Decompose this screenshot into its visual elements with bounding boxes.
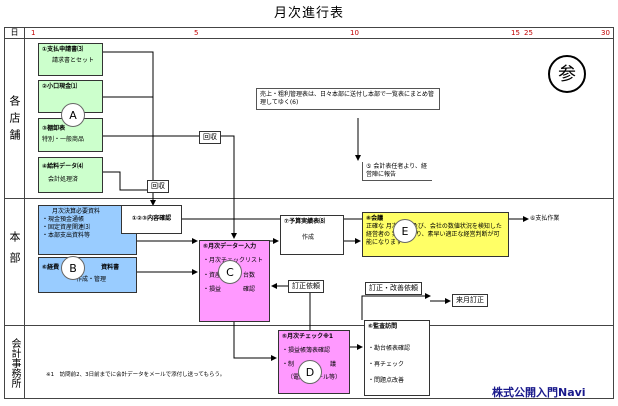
next-month-tag: 来月訂正 [452,294,488,307]
docs-item-0: 月次決算必要資料 [52,208,101,215]
meeting-text: 正確な 月次 決算及び、会社の数値状況を検知した経営者の 判断により、素早い適正… [366,223,502,247]
audit-visit-title: ⑥監査訪問 [368,323,398,330]
payment-request-sub: 請求書とセット [52,57,95,65]
collect-tag-2: 回収 [147,180,169,193]
row-label-accounting: 会計事務所 [9,338,20,388]
report-note: ⑤ 会計表任者より、経営陣に報告 [362,162,432,182]
data-entry-item-1: ・資産 [203,272,222,280]
inventory-title: ③棚卸表 [42,125,66,132]
budget-sub: 作成 [302,234,315,242]
report-num: ⑤ [366,163,372,170]
payment-request-title: ①支払申請書⑶ [42,46,84,53]
meeting-title: ⑧会議 [366,215,384,222]
row-label-hq: 本部 [8,231,21,273]
docs-item-3: ・本部支出資料等 [42,232,91,240]
payroll-box: ④給料データ⑷ 会計処理済 [38,157,103,193]
payment-request-box: ①支払申請書⑶ 請求書とセット [38,43,103,76]
expense-title: ⑥経費 [42,264,60,271]
day-label-25: 25 [524,29,533,37]
line-audit-up [361,293,431,320]
monthly-check-extra: 議 [330,361,337,369]
meeting-box: ⑧会議 正確な 月次 決算及び、会社の数値状況を検知した経営者の 判断により、素… [362,212,509,257]
sales-note: 売上・粗利管理表は、日々本部に送付し本部で一覧表にまとめ管理してゆく(6) [256,88,440,111]
marker-circle-c: C [218,260,242,284]
footnote: ※1 訪問前2、3日前までに会計データをメールで添付し送ってもらう。 [46,372,226,378]
marker-circle-b: B [61,256,85,280]
day-label-1: 1 [31,29,36,37]
docs-item-1: ・現金預金通帳 [42,216,85,224]
petty-cash-title: ②小口現金⑴ [42,83,78,90]
brand-logo: 株式公開入門Navi [492,386,586,399]
collect-tag-1: 回収 [199,131,221,144]
docs-item-2: ・固定資産関連⑶ [42,224,91,232]
header-divider [4,38,614,39]
monthly-docs-box: 月次決算必要資料 ・現金預金通帳 ・固定資産関連⑶ ・本部支出資料等 [38,205,137,255]
data-entry-item-2: ・損益 [203,286,222,294]
marker-circle-a: A [61,103,85,127]
inventory-sub: 特別・一般商品 [42,136,85,144]
line-inventory [103,135,237,239]
line-stores-to-check [103,51,156,206]
day-label-10: 10 [350,29,359,37]
day-label-30: 30 [601,29,610,37]
expense-sub: 作成・管理 [76,276,107,284]
data-entry-title: ⑤月次データー入力 [203,243,257,250]
label-column-divider [24,27,25,399]
monthly-check-title: ⑤月次チェック※1 [282,333,334,340]
budget-title: ⑦予算実績表⑻ [284,218,326,225]
line-entry-to-accounting [233,322,277,361]
audit-visit-item-2: ・問題点改善 [368,377,405,385]
report-text: 会計表任者より、経営陣に報告 [366,163,427,179]
expense-title2: 資料書 [101,264,120,271]
marker-circle-e: E [393,219,417,243]
correction-improve-tag: 訂正・改善依頼 [365,282,422,295]
monthly-check-item-1: ・制 [282,361,295,369]
audit-visit-box: ⑥監査訪問 ・勘台帳表確認 ・再チェック ・問題点改善 [364,320,430,396]
monthly-check-item-0: ・損益帳簿表確認 [282,347,331,355]
day-label-5: 5 [194,29,199,37]
day-label-15: 15 [511,29,520,37]
expense-box: ⑥経費 資料書 作成・管理 [38,257,137,293]
row-divider-accounting [4,325,614,326]
reference-badge: 参 [548,55,586,93]
data-entry-extra2: 確認 [243,286,256,294]
budget-box: ⑦予算実績表⑻ 作成 [280,215,344,255]
row-label-stores: 各店舗 [8,94,21,146]
data-entry-extra: 台数 [243,272,256,280]
day-corner-label: 日 [10,28,19,37]
page-title: 月次進行表 [273,6,344,21]
row-divider-hq [4,198,614,199]
monthly-check-box: ⑤月次チェック※1 ・損益帳簿表確認 ・制議 （電話・メール等） [278,330,350,394]
audit-visit-item-0: ・勘台帳表確認 [368,345,411,353]
audit-visit-item-1: ・再チェック [368,361,405,369]
correction-request-tag: 訂正依頼 [288,280,324,293]
marker-circle-d: D [298,360,322,384]
payroll-title: ④給料データ⑷ [42,163,84,170]
payment-work-label: ⑥支払作業 [530,215,560,222]
payroll-sub: 会計処理済 [48,176,79,184]
schedule-frame [4,27,614,399]
line-payroll [103,171,153,191]
content-check-box: ①②③内容確認 [121,205,182,234]
